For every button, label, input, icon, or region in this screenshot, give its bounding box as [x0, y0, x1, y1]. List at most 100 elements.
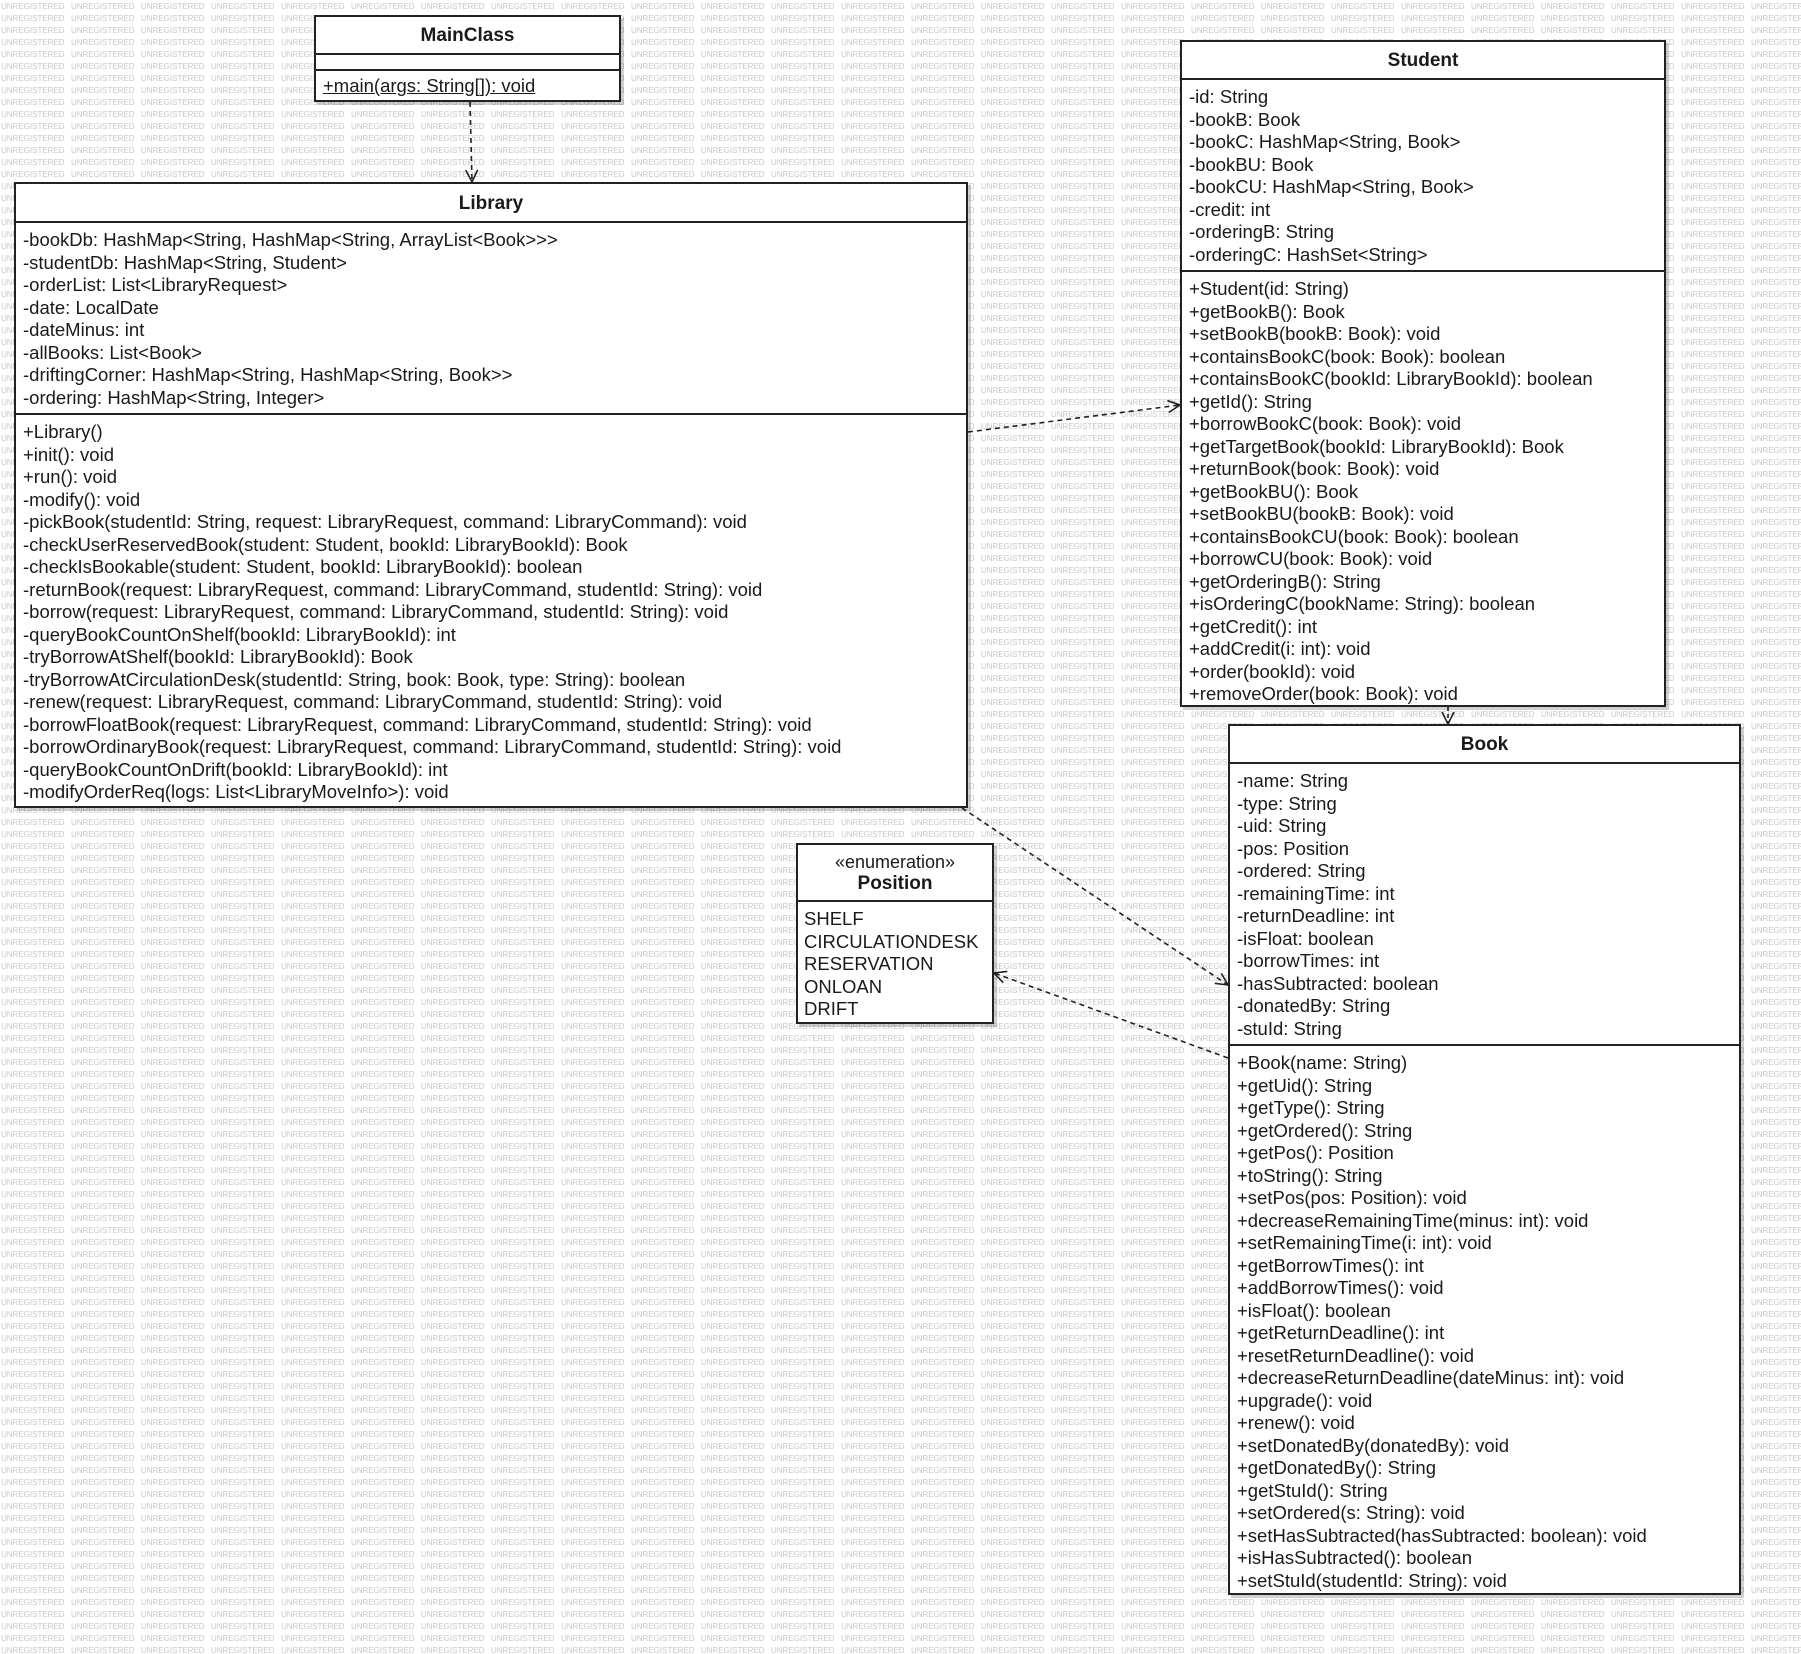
operation-line: +addBorrowTimes(): void [1237, 1277, 1444, 1298]
operation-line: +upgrade(): void [1237, 1389, 1373, 1411]
enum-literal: ONLOAN [804, 975, 883, 997]
operation-line: +run(): void [23, 466, 118, 487]
operations-compartment: +Library()+init(): void+run(): void-modi… [16, 415, 966, 804]
enum-literal: DRIFT [804, 998, 859, 1019]
class-name: Student [1182, 42, 1664, 80]
attribute-line: -dateMinus: int [23, 319, 145, 340]
attribute-line: -credit: int [1189, 198, 1271, 220]
attribute-line: -isFloat: boolean [1237, 927, 1374, 949]
operation-line: +getCredit(): int [1189, 615, 1318, 637]
attribute-line: -bookDb: HashMap<String, HashMap<String,… [23, 229, 558, 250]
operation-line: +containsBookCU(book: Book): boolean [1189, 525, 1519, 547]
operation-line: -returnBook(request: LibraryRequest, com… [23, 578, 763, 600]
operation-line: -queryBookCountOnDrift(bookId: LibraryBo… [23, 758, 448, 780]
enum-header: «enumeration» Position [798, 845, 992, 902]
class-student[interactable]: Student -id: String-bookB: Book-bookC: H… [1180, 40, 1666, 707]
operation-line: +containsBookC(book: Book): boolean [1189, 345, 1506, 367]
operation-line: -modifyOrderReq(logs: List<LibraryMoveIn… [23, 781, 449, 802]
attribute-line: -studentDb: HashMap<String, Student> [23, 251, 347, 273]
class-name: Library [16, 184, 966, 223]
operations-compartment: +Student(id: String)+getBookB(): Book+se… [1182, 272, 1664, 706]
attribute-line: -pos: Position [1237, 837, 1350, 859]
operation-line: +Student(id: String) [1189, 278, 1349, 299]
attribute-line: -donatedBy: String [1237, 995, 1391, 1016]
enum-literal: RESERVATION [804, 953, 934, 974]
operation-line: +isFloat(): boolean [1237, 1299, 1391, 1321]
class-name: Book [1230, 726, 1739, 764]
operation-line: -tryBorrowAtCirculationDesk(studentId: S… [23, 668, 686, 690]
operation-line: -tryBorrowAtShelf(bookId: LibraryBookId)… [23, 646, 413, 667]
operation-line: +setBookB(bookB: Book): void [1189, 323, 1441, 344]
attribute-line: -uid: String [1237, 815, 1327, 836]
operation-line: +setOrdered(s: String): void [1237, 1502, 1465, 1523]
operation-line: +renew(): void [1237, 1412, 1355, 1433]
attribute-line: -orderingB: String [1189, 221, 1334, 242]
attribute-line: -hasSubtracted: boolean [1237, 972, 1439, 994]
operation-line: +setHasSubtracted(hasSubtracted: boolean… [1237, 1524, 1647, 1546]
operation-line: +toString(): String [1237, 1164, 1383, 1186]
attributes-compartment: -bookDb: HashMap<String, HashMap<String,… [16, 223, 966, 415]
operation-line: +Book(name: String) [1237, 1052, 1408, 1073]
operation-line: +decreaseRemainingTime(minus: int): void [1237, 1209, 1589, 1231]
attributes-compartment [316, 55, 619, 71]
stereotype-label: «enumeration» [834, 852, 956, 872]
operation-line: +getPos(): Position [1237, 1142, 1394, 1163]
attribute-line: -driftingCorner: HashMap<String, HashMap… [23, 364, 513, 385]
operation-line: +order(bookId): void [1189, 660, 1356, 682]
operation-line: +setRemainingTime(i: int): void [1237, 1232, 1492, 1253]
operation-line: -renew(request: LibraryRequest, command:… [23, 691, 723, 712]
attribute-line: -ordered: String [1237, 860, 1366, 881]
operation-line: +isOrderingC(bookName: String): boolean [1189, 593, 1536, 614]
enum-literal: CIRCULATIONDESK [804, 930, 979, 952]
operation-line: +setBookBU(bookB: Book): void [1189, 503, 1454, 524]
operation-line: +getBookB(): Book [1189, 300, 1345, 322]
operation-line: -pickBook(studentId: String, request: Li… [23, 511, 747, 532]
operation-line: +containsBookC(bookId: LibraryBookId): b… [1189, 368, 1593, 389]
attribute-line: -name: String [1237, 770, 1349, 791]
operation-line: +borrowCU(book: Book): void [1189, 548, 1433, 569]
operation-line: +Library() [23, 421, 103, 442]
class-library[interactable]: Library -bookDb: HashMap<String, HashMap… [14, 182, 968, 808]
class-name: MainClass [316, 17, 619, 55]
operation-line: -modify(): void [23, 488, 141, 510]
attribute-line: -ordering: HashMap<String, Integer> [23, 386, 325, 408]
attribute-line: -bookC: HashMap<String, Book> [1189, 131, 1461, 152]
enum-literal: SHELF [804, 908, 864, 929]
operation-line: +resetReturnDeadline(): void [1237, 1344, 1475, 1366]
attribute-line: -remainingTime: int [1237, 882, 1395, 904]
class-mainclass[interactable]: MainClass +main(args: String[]): void [314, 15, 621, 102]
operation-line: +decreaseReturnDeadline(dateMinus: int):… [1237, 1367, 1625, 1388]
attribute-line: -borrowTimes: int [1237, 950, 1380, 971]
operation-line: -queryBookCountOnShelf(bookId: LibraryBo… [23, 623, 456, 645]
attributes-compartment: -name: String-type: String-uid: String-p… [1230, 764, 1739, 1046]
operation-line: -borrowOrdinaryBook(request: LibraryRequ… [23, 736, 842, 757]
operation-line: +getDonatedBy(): String [1237, 1457, 1436, 1478]
operation-line: +isHasSubtracted(): boolean [1237, 1547, 1472, 1568]
operation-line: -checkUserReservedBook(student: Student,… [23, 533, 628, 555]
operation-line: +returnBook(book: Book): void [1189, 458, 1440, 479]
class-book[interactable]: Book -name: String-type: String-uid: Str… [1228, 724, 1741, 1595]
operation-line: +main(args: String[]): void [323, 75, 536, 96]
operations-compartment: +Book(name: String)+getUid(): String+get… [1230, 1046, 1739, 1592]
operation-line: +getUid(): String [1237, 1074, 1373, 1096]
operation-line: +getId(): String [1189, 390, 1312, 412]
operations-compartment: +main(args: String[]): void [316, 71, 619, 98]
operation-line: +addCredit(i: int): void [1189, 638, 1371, 659]
operation-line: +getTargetBook(bookId: LibraryBookId): B… [1189, 435, 1564, 457]
operation-line: +setDonatedBy(donatedBy): void [1237, 1434, 1510, 1456]
attribute-line: -orderingC: HashSet<String> [1189, 243, 1428, 265]
attribute-line: -id: String [1189, 86, 1269, 107]
operation-line: -borrow(request: LibraryRequest, command… [23, 601, 729, 622]
operation-line: +setStuId(studentId: String): void [1237, 1569, 1507, 1591]
operation-line: +getStuId(): String [1237, 1479, 1388, 1501]
attribute-line: -orderList: List<LibraryRequest> [23, 274, 288, 295]
operation-line: +getOrderingB(): String [1189, 570, 1381, 592]
operation-line: +getOrdered(): String [1237, 1119, 1413, 1141]
attribute-line: -returnDeadline: int [1237, 905, 1395, 926]
operation-line: +removeOrder(book: Book): void [1189, 683, 1458, 704]
operation-line: +getBookBU(): Book [1189, 480, 1359, 502]
operation-line: +getType(): String [1237, 1097, 1385, 1118]
operation-line: +getBorrowTimes(): int [1237, 1254, 1424, 1276]
